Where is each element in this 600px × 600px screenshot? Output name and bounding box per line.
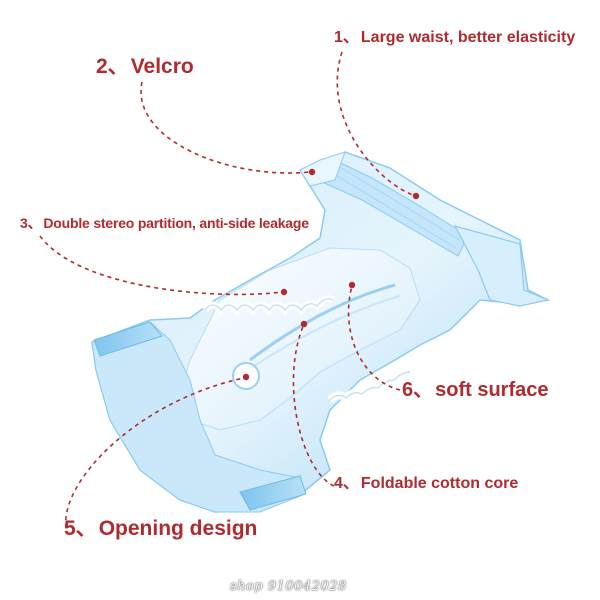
callout-text-4: Foldable cotton core <box>360 475 519 492</box>
callout-lines <box>39 51 417 529</box>
callout-dot-2 <box>308 168 316 176</box>
callout-line-4 <box>292 323 335 487</box>
callout-label-soft-surface: 6、soft surface <box>402 380 549 400</box>
callout-label-opening-design: 5、Opening design <box>64 518 257 539</box>
callout-dot-5 <box>242 373 250 381</box>
callout-label-large-waist: 1、Large waist, better elasticity <box>334 30 575 46</box>
callout-text-3: Double stereo partition, anti-side leaka… <box>43 215 309 231</box>
callout-number-3: 3、 <box>20 215 42 231</box>
callout-number-1: 1、 <box>334 29 359 46</box>
callout-dot-3 <box>280 288 288 296</box>
callout-dot-1 <box>412 192 420 200</box>
callout-number-5: 5、 <box>64 517 97 540</box>
callout-dot-6 <box>348 281 356 289</box>
callout-line-3 <box>39 235 283 296</box>
shop-watermark: shop 910042028 <box>230 579 347 594</box>
callout-number-4: 4、 <box>334 475 359 492</box>
callout-label-partition: 3、Double stereo partition, anti-side lea… <box>20 216 309 230</box>
callout-text-6: soft surface <box>435 379 549 401</box>
callout-line-1 <box>336 51 417 197</box>
diaper-body <box>91 151 551 513</box>
callout-text-1: Large waist, better elasticity <box>360 29 576 46</box>
callout-number-6: 6、 <box>402 379 434 401</box>
callout-dots <box>242 168 420 381</box>
callout-label-cotton-core: 4、Foldable cotton core <box>334 476 518 492</box>
callout-label-velcro: 2、Velcro <box>96 56 194 77</box>
callout-text-5: Opening design <box>98 517 258 540</box>
callout-line-2 <box>140 81 311 174</box>
callout-dot-4 <box>300 320 308 328</box>
callout-text-2: Velcro <box>130 55 194 78</box>
callout-number-2: 2、 <box>96 55 129 78</box>
callout-line-5 <box>65 377 245 529</box>
